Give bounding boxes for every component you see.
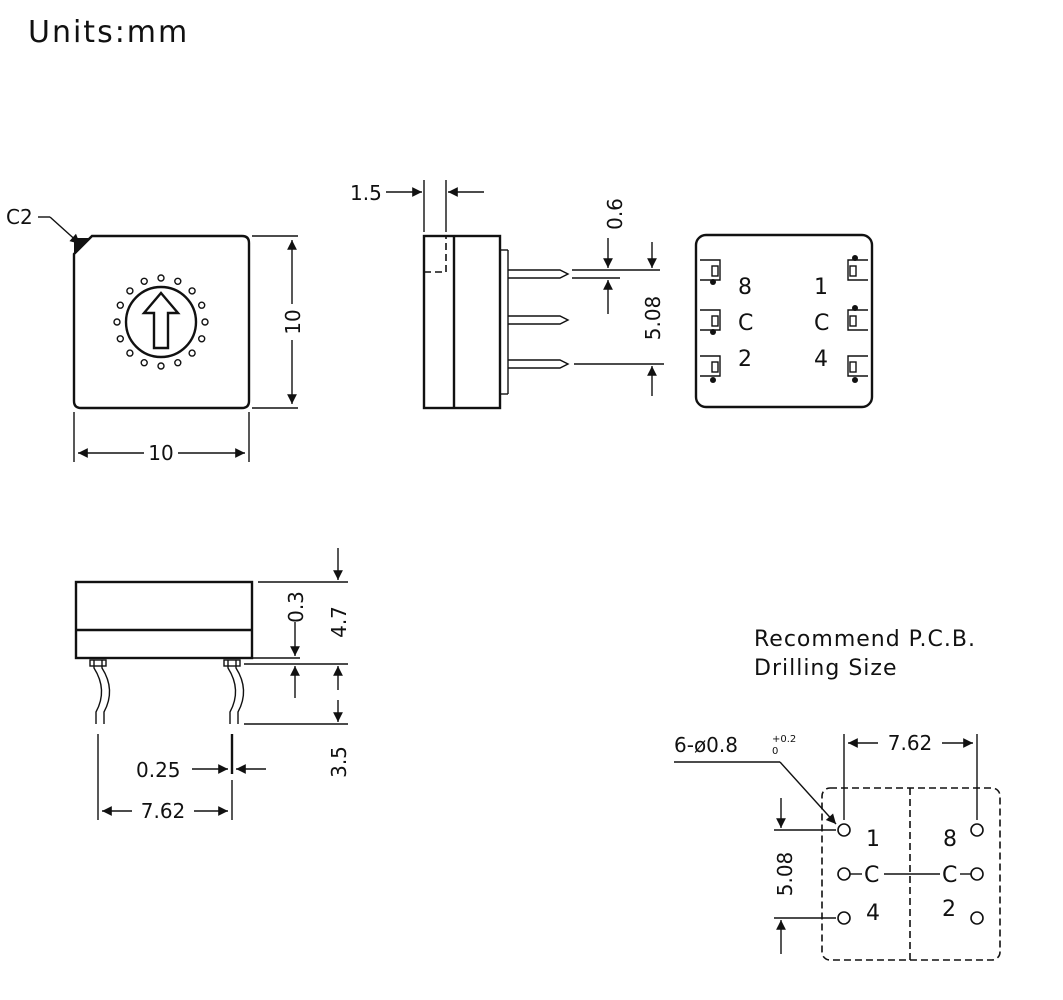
left-pad-top [700,259,721,285]
pcb-hole-c-left [837,867,851,881]
right-pad-middle [847,305,868,331]
pcb-left-pin-3: 4 [866,901,880,926]
pcb-hole-2 [970,911,984,925]
dial-detent-dot [126,349,134,357]
pcb-right-pin-3: 2 [942,897,956,922]
front-width-label: 10 [148,441,173,465]
bottom-left-pin-3: 2 [738,347,752,372]
lower-thickness-label: 0.25 [136,758,181,782]
front-height-label: 10 [281,309,305,334]
pcb-drilling: Recommend P.C.B. Drilling Size 6-ø0.8 +0… [674,627,1001,961]
dial-detent-dot [174,359,182,367]
dial-detent-dot [116,301,125,309]
dial-detent-dot [157,362,165,370]
hole-leader-diag [779,761,837,825]
front-view-body [72,234,251,410]
side-shaft-notch [424,236,447,273]
pcb-right-pin-2: C [942,863,957,888]
dial-detent-dot [188,287,196,295]
pcb-pitch-label: 5.08 [773,852,797,897]
side-pin-middle [508,315,570,325]
rotary-dial [113,274,209,370]
dial-ring [124,285,198,359]
dial-arrow-icon [141,291,181,350]
dial-detent-dot [197,301,206,309]
dial-detent-dot [188,349,196,357]
bottom-left-pin-2: C [738,311,753,336]
chamfer-leader-diag [49,216,81,245]
side-pin-top [508,269,570,279]
dial-detent-dot [140,277,148,285]
bottom-right-pin-1: 1 [814,275,828,300]
side-body-back [422,234,502,410]
bottom-right-pin-2: C [814,311,829,336]
pcb-hole-8 [970,823,984,837]
pcb-outline [821,787,1001,961]
lower-leg-right-foot [223,659,241,667]
pcb-hole-4 [837,911,851,925]
dial-detent-dot [113,318,121,326]
side-view: 1.5 0.6 5.08 [350,180,665,410]
dial-detent-dot [157,274,165,282]
lower-body [74,580,254,660]
lower-height-label: 4.7 [327,606,351,638]
bottom-left-pin-1: 8 [738,275,752,300]
hole-spec-label: 6-ø0.8 [674,733,738,757]
lower-gap-label: 0.3 [284,591,308,623]
side-offset-label: 1.5 [350,181,382,205]
dial-detent-dot [116,335,125,343]
dial-detent-dot [174,277,182,285]
left-pad-bottom [700,355,721,383]
left-pad-middle [700,309,721,335]
pcb-left-pin-1: 1 [866,827,880,852]
side-pin-width-label: 0.6 [603,198,627,230]
height-label-bg [280,304,304,340]
chamfer-label: C2 [6,205,33,229]
dial-detent-dot [197,335,206,343]
dial-detent-dot [201,318,209,326]
pcb-span-label-bg [878,731,942,755]
pcb-hole-1 [837,823,851,837]
front-view: C2 10 10 [6,205,305,465]
hole-tol-lower: 0 [772,746,778,757]
lower-leg-right [227,660,245,724]
units-title: Units:mm [28,15,189,50]
pcb-span-label: 7.62 [888,731,933,755]
width-label-bg [144,440,178,464]
right-pad-top [847,255,868,281]
lower-leg-left [93,660,111,724]
pcb-hole-c-right [970,867,984,881]
pcb-heading-line2: Drilling Size [754,656,898,681]
lower-span-label: 7.62 [141,799,186,823]
side-pin-bottom [508,359,570,369]
pcb-heading-line1: Recommend P.C.B. [754,627,976,652]
dial-detent-dot [140,359,148,367]
bottom-right-pin-3: 4 [814,347,828,372]
span-label-bg [132,798,194,822]
side-pitch-label: 5.08 [641,296,665,341]
lower-view: 0.3 4.7 3.5 0.25 7.62 [74,548,351,823]
pcb-right-pin-1: 8 [943,827,957,852]
pcb-left-pin-2: C [864,863,879,888]
bottom-view: 8 C 2 1 C 4 [694,233,874,409]
bottom-view-body [694,233,874,409]
lower-leg-length-label: 3.5 [327,746,351,778]
right-pad-bottom [847,355,868,383]
lower-leg-left-foot [89,659,107,667]
dial-detent-dot [126,287,134,295]
hole-tol-upper: +0.2 [772,734,796,745]
